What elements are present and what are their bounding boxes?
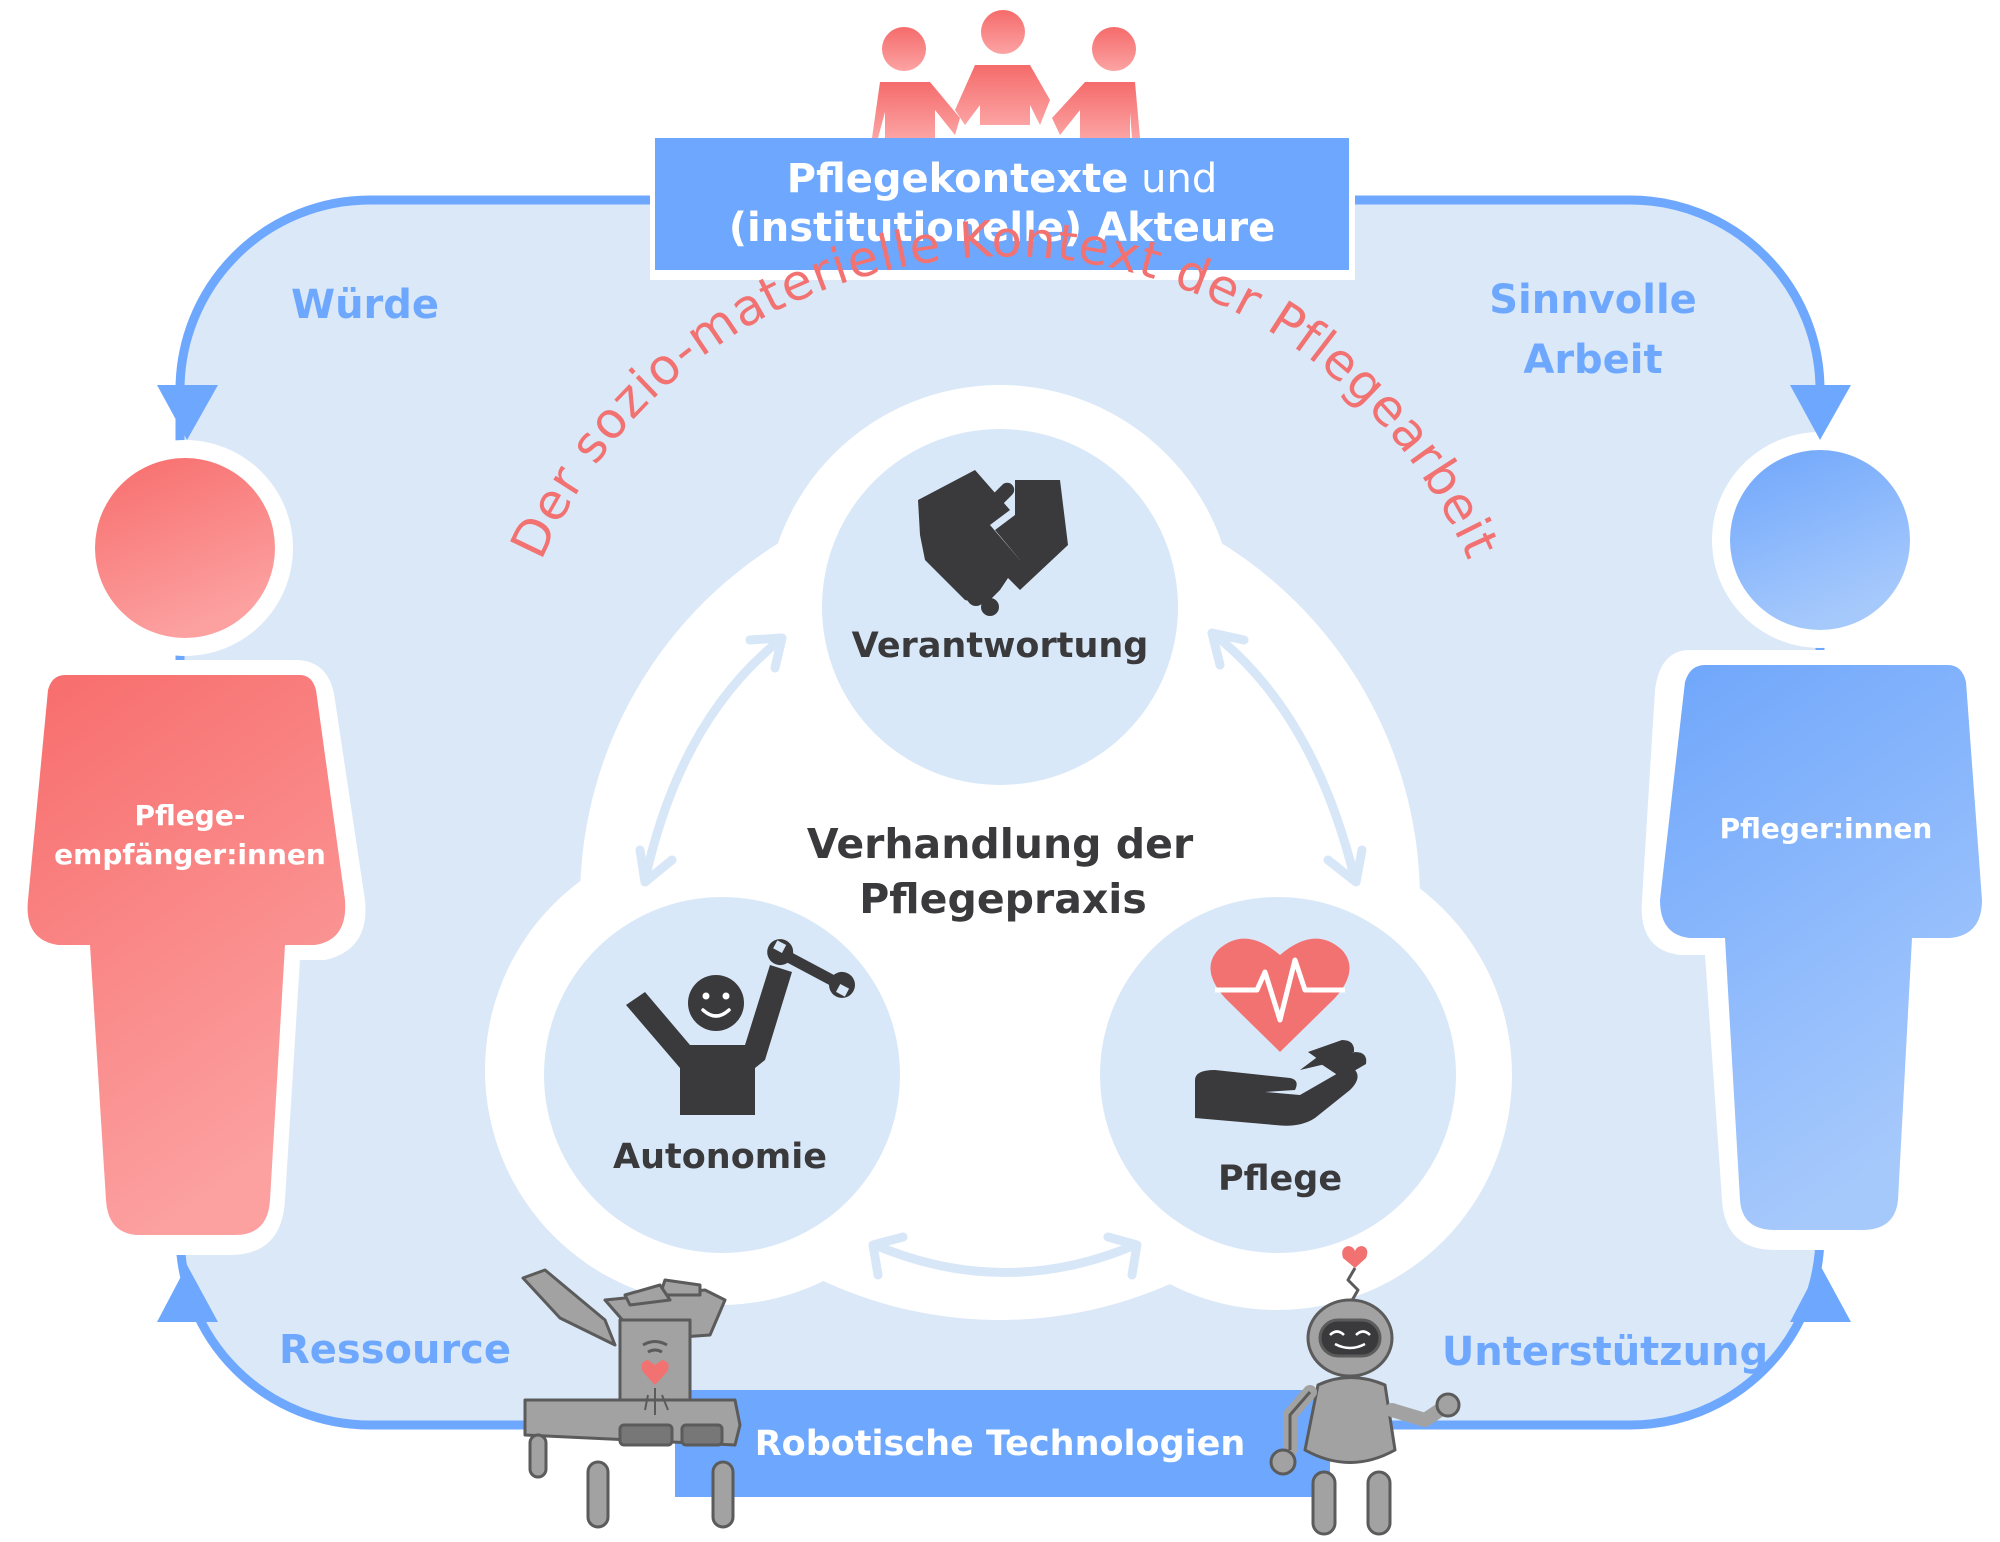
happy-person-wrench-icon — [626, 939, 856, 1115]
people-group-icon — [872, 10, 1140, 138]
caregiver-label: Pfleger:innen — [1720, 812, 1933, 845]
circle-verantwortung — [822, 429, 1178, 785]
label-ressource: Ressource — [279, 1327, 511, 1373]
header-title-line-1: Pflegekontexte und — [787, 156, 1217, 202]
label-unterstuetzung: Unterstützung — [1442, 1329, 1768, 1375]
circle-pflege — [1100, 897, 1456, 1253]
handshake-icon — [918, 470, 1068, 616]
footer-label: Robotische Technologien — [755, 1424, 1246, 1464]
label-arbeit: Arbeit — [1523, 337, 1662, 383]
care-recipient-label-1: Pflege- — [135, 799, 246, 832]
header-box — [655, 138, 1349, 270]
negotiation-arrows — [635, 628, 1367, 1280]
header-title-line-2: (institutionelle) Akteure — [729, 205, 1276, 251]
footer-box — [675, 1390, 1330, 1497]
center-line-2: Pflegepraxis — [859, 875, 1147, 923]
humanoid-robot-icon — [1269, 1246, 1461, 1536]
care-recipient-figure — [27, 458, 346, 1235]
label-pflege: Pflege — [1218, 1159, 1342, 1199]
label-verantwortung: Verantwortung — [852, 626, 1149, 666]
heart-hand-icon — [1195, 938, 1367, 1126]
walker-robot-icon — [521, 1268, 742, 1529]
label-autonomie: Autonomie — [613, 1137, 827, 1177]
center-line-1: Verhandlung der — [807, 820, 1194, 868]
label-wuerde: Würde — [291, 282, 439, 328]
cycle-arrows — [157, 385, 1851, 1322]
caregiver-figure — [1660, 450, 1982, 1230]
label-sinnvolle: Sinnvolle — [1489, 277, 1697, 323]
care-recipient-label-2: empfänger:innen — [54, 838, 326, 871]
